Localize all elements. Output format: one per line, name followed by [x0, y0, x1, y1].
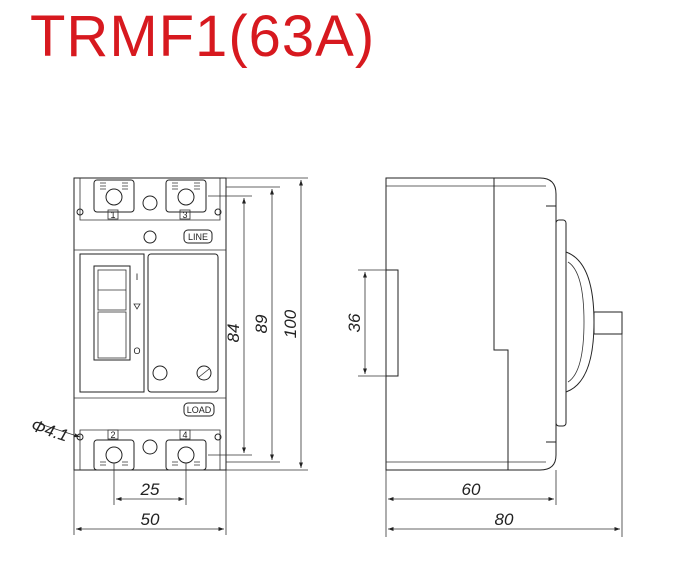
load-label: LOAD — [187, 405, 212, 415]
front-body-outline — [73, 177, 227, 471]
dim-80: 80 — [495, 510, 514, 529]
trip-mark — [133, 303, 141, 310]
adjust-screw — [196, 365, 212, 381]
toggle-handle-slot — [93, 265, 131, 361]
terminal-number-box-3 — [179, 209, 191, 220]
on-mark: I — [136, 272, 139, 282]
bottom-center-screw — [142, 439, 158, 455]
mount-hole-tr — [214, 208, 222, 216]
line-side-screw — [143, 230, 157, 244]
terminal-number-1: 1 — [110, 210, 115, 220]
dim-50: 50 — [141, 510, 160, 529]
terminal-number-box-4 — [179, 429, 191, 440]
front-view: 1 3 LINE I O LOAD 2 4 — [29, 177, 308, 535]
line-label: LINE — [188, 232, 208, 242]
terminal-number-3: 3 — [182, 210, 187, 220]
toggle-window — [79, 253, 145, 393]
line-label-box — [183, 229, 213, 244]
front-cover-edge — [546, 205, 557, 443]
dim-25: 25 — [140, 480, 160, 499]
dim-60: 60 — [462, 480, 481, 499]
side-body-outline — [385, 177, 557, 471]
dim-36: 36 — [345, 313, 364, 332]
test-button — [152, 365, 168, 381]
dim-100: 100 — [281, 309, 300, 338]
terminal-number-box-1 — [107, 209, 119, 220]
hole-diameter-label: Φ4.1 — [29, 416, 71, 446]
toggle-lever — [593, 311, 623, 335]
top-center-screw — [142, 195, 158, 211]
body-step-line — [493, 178, 509, 470]
handle-bulge — [565, 251, 595, 393]
off-mark: O — [133, 346, 140, 356]
top-terminal-band — [79, 178, 221, 221]
terminal-number-box-2 — [107, 429, 119, 440]
din-rail-notch — [386, 269, 399, 377]
hole-leader — [39, 423, 81, 438]
top-terminal-left — [93, 179, 135, 213]
top-terminal-right — [165, 179, 207, 213]
mount-hole-br — [214, 433, 222, 441]
load-label-box — [183, 402, 215, 417]
right-panel — [147, 253, 219, 393]
side-view: 36 60 80 — [345, 177, 623, 537]
terminal-number-2: 2 — [110, 430, 115, 440]
dim-89: 89 — [252, 314, 271, 333]
product-title: TRMF1(63A) — [30, 4, 376, 69]
terminal-number-4: 4 — [182, 430, 187, 440]
mount-hole-tl — [76, 208, 84, 216]
front-cover-plate — [555, 219, 567, 427]
dim-84: 84 — [224, 324, 243, 343]
bottom-terminal-band — [79, 429, 221, 470]
